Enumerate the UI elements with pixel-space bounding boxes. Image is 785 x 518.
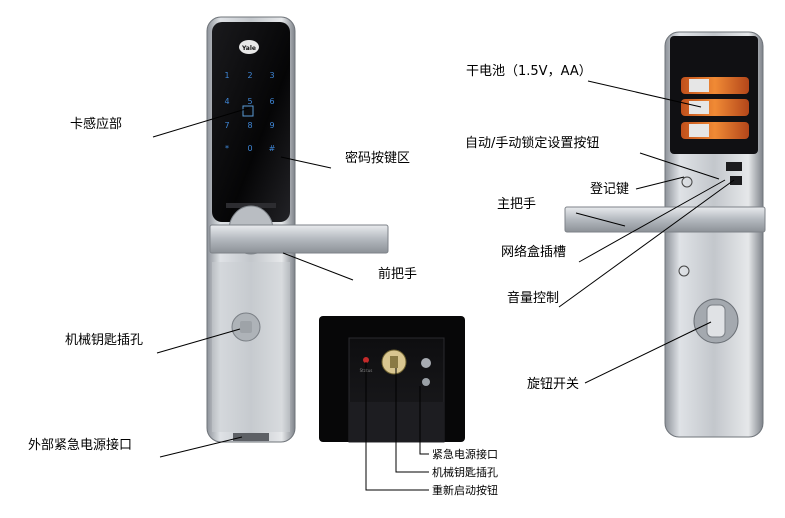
label-emergency-port: 外部紧急电源接口: [28, 438, 133, 453]
yale-logo: [239, 40, 259, 54]
leader-lines: [152, 80, 735, 491]
keypad[interactable]: 1 2 3 4 5 6 7 8 9 * 0 #: [224, 71, 275, 153]
keypad-key[interactable]: 9: [269, 121, 274, 130]
battery-stack: [681, 77, 749, 139]
keypad-key[interactable]: *: [225, 144, 229, 153]
label-knob: 旋钮开关: [527, 377, 580, 392]
label-detail-emergency-port: 紧急电源接口: [432, 448, 498, 461]
keypad-glass-panel: [212, 22, 290, 222]
keypad-key[interactable]: 0: [247, 144, 252, 153]
main-handle[interactable]: [564, 206, 766, 233]
network-slot[interactable]: [678, 265, 690, 277]
keypad-key[interactable]: 5: [247, 97, 252, 106]
label-password-keys: 密码按键区: [345, 151, 411, 166]
label-front-handle: 前把手: [378, 267, 418, 282]
keypad-key[interactable]: 4: [224, 97, 229, 106]
label-register-key: 登记键: [590, 182, 630, 197]
keypad-key[interactable]: 8: [247, 121, 252, 130]
detail-restart-button[interactable]: [422, 378, 430, 386]
status-led: [363, 357, 369, 363]
label-battery: 干电池（1.5V，AA）: [466, 64, 592, 79]
keypad-key[interactable]: #: [269, 144, 276, 153]
yale-logo-text: Yale: [241, 45, 256, 52]
label-detail-restart: 重新启动按钮: [432, 484, 498, 497]
card-reader-icon: [242, 105, 254, 117]
auto-manual-button[interactable]: [726, 162, 742, 171]
keypad-key[interactable]: 1: [224, 71, 229, 80]
label-card-reader: 卡感应部: [70, 117, 123, 132]
detail-inset: Status: [319, 316, 465, 443]
label-detail-key-hole: 机械钥匙插孔: [432, 466, 498, 479]
front-handle[interactable]: [209, 224, 389, 254]
register-key[interactable]: [681, 176, 693, 188]
label-volume: 音量控制: [507, 291, 560, 306]
label-main-handle: 主把手: [497, 197, 537, 212]
emergency-power-port[interactable]: [233, 433, 269, 441]
volume-switch[interactable]: [730, 176, 742, 185]
keypad-key[interactable]: 2: [247, 71, 252, 80]
keypad-key[interactable]: 3: [269, 71, 274, 80]
keypad-key[interactable]: 6: [269, 97, 274, 106]
detail-emergency-port[interactable]: [421, 358, 431, 368]
keypad-key[interactable]: 7: [224, 121, 229, 130]
front-lock: Yale 1 2 3 4 5 6 7 8 9 * 0 #: [206, 16, 389, 443]
label-key-hole: 机械钥匙插孔: [65, 333, 144, 348]
back-lock: [564, 31, 766, 438]
label-auto-manual: 自动/手动锁定设置按钮: [465, 136, 600, 151]
label-network-slot: 网络盒插槽: [501, 245, 567, 260]
